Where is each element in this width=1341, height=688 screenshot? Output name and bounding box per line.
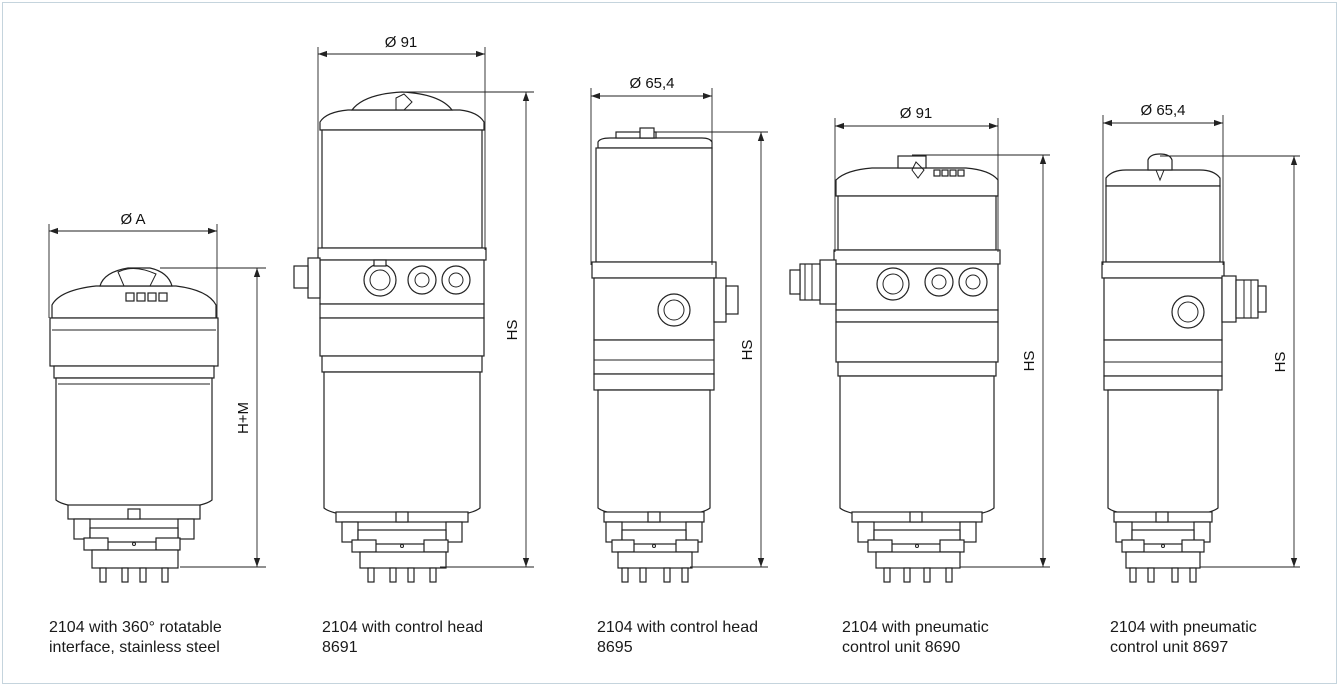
diameter-label-2: Ø 91 xyxy=(385,34,418,51)
valve-unit-2 xyxy=(293,91,487,583)
caption-unit-5-line2: control unit 8697 xyxy=(1110,639,1229,656)
height-label-2: HS xyxy=(504,320,521,341)
caption-unit-5: 2104 with pneumatic control unit 8697 xyxy=(1110,618,1257,658)
caption-unit-4-line1: 2104 with pneumatic xyxy=(842,619,989,636)
diameter-label-3: Ø 65,4 xyxy=(629,75,674,92)
caption-unit-3-line2: 8695 xyxy=(597,639,633,656)
height-label-3: HS xyxy=(739,340,756,361)
height-label-5: HS xyxy=(1272,352,1289,373)
valve-unit-5 xyxy=(1101,153,1267,583)
height-label-4: HS xyxy=(1021,351,1038,372)
caption-unit-3-line1: 2104 with control head xyxy=(597,619,758,636)
caption-unit-1-line2: interface, stainless steel xyxy=(49,639,220,656)
caption-unit-1: 2104 with 360° rotatable interface, stai… xyxy=(49,618,222,658)
valve-unit-3 xyxy=(591,127,739,583)
caption-unit-3: 2104 with control head 8695 xyxy=(597,618,758,658)
valve-unit-4 xyxy=(789,155,1001,583)
caption-unit-2-line1: 2104 with control head xyxy=(322,619,483,636)
diameter-label-1: Ø A xyxy=(120,211,145,228)
height-label-1: H+M xyxy=(235,402,252,434)
dimension-lines xyxy=(48,47,1300,568)
diameter-label-5: Ø 65,4 xyxy=(1140,102,1185,119)
valve-unit-1 xyxy=(49,267,219,583)
caption-unit-2-line2: 8691 xyxy=(322,639,358,656)
caption-unit-2: 2104 with control head 8691 xyxy=(322,618,483,658)
diameter-label-4: Ø 91 xyxy=(900,105,933,122)
caption-unit-5-line1: 2104 with pneumatic xyxy=(1110,619,1257,636)
caption-unit-4-line2: control unit 8690 xyxy=(842,639,961,656)
caption-unit-1-line1: 2104 with 360° rotatable xyxy=(49,619,222,636)
caption-unit-4: 2104 with pneumatic control unit 8690 xyxy=(842,618,989,658)
